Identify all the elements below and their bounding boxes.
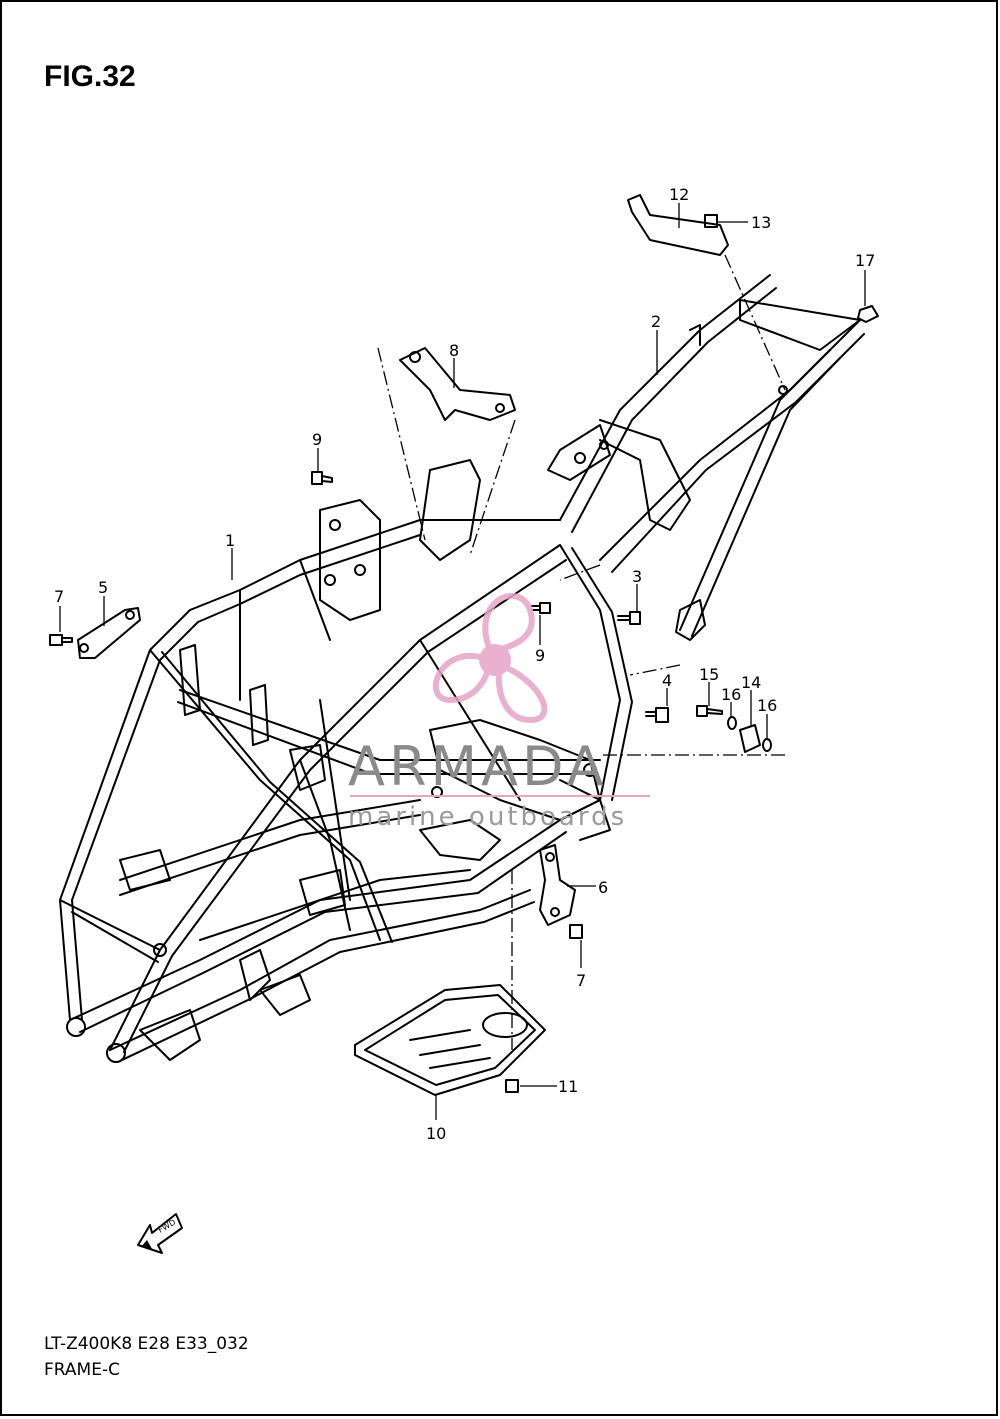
callout-5: 5 — [98, 578, 108, 597]
leader-lines — [59, 203, 866, 1120]
callout-4: 4 — [662, 671, 672, 690]
main-frame — [59, 459, 633, 1063]
callout-13: 13 — [751, 213, 771, 232]
figure-code: LT-Z400K8 E28 E33_032 — [44, 1334, 249, 1354]
callout-9-upper: 9 — [312, 430, 322, 449]
callout-17: 17 — [855, 251, 875, 270]
callout-2: 2 — [651, 312, 661, 331]
watermark-tagline: marine outboards — [348, 802, 627, 832]
figure-name: FRAME-C — [44, 1360, 120, 1380]
rear-frame — [547, 274, 865, 641]
callout-8: 8 — [449, 341, 459, 360]
callout-12: 12 — [669, 185, 689, 204]
fwd-arrow-icon: FWD — [137, 1213, 183, 1254]
callout-1: 1 — [225, 531, 235, 550]
watermark-propeller-logo — [432, 592, 548, 724]
watermark-brand: ARMADA — [348, 735, 608, 798]
callout-6: 6 — [598, 878, 608, 897]
callout-14: 14 — [741, 673, 761, 692]
callout-3: 3 — [632, 567, 642, 586]
callout-10: 10 — [426, 1124, 446, 1143]
callout-15: 15 — [699, 665, 719, 684]
callout-11: 11 — [558, 1077, 578, 1096]
callout-7-right: 7 — [576, 971, 586, 990]
callout-labels: 1 2 3 4 5 6 7 7 8 9 9 10 11 12 13 14 15 … — [54, 185, 875, 1143]
figure-title: FIG.32 — [44, 60, 136, 93]
callout-9-lower: 9 — [535, 646, 545, 665]
callout-16-right: 16 — [757, 696, 777, 715]
callout-16-left: 16 — [721, 685, 741, 704]
watermark: ARMADA marine outboards — [348, 592, 650, 832]
callout-7-left: 7 — [54, 587, 64, 606]
small-parts — [49, 194, 879, 1096]
